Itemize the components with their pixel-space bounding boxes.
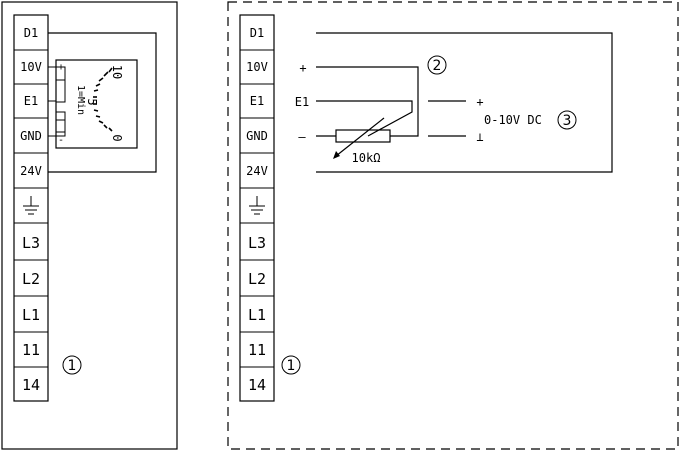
left-terminal-11: 11 [22,341,40,359]
right-potentiometer-wiring: + E1 – 10kΩ 2 + ⊥ 0-10V DC 3 [295,55,577,165]
right-terminal-11: 11 [248,341,266,359]
left-potentiometer-module: + - 1=Min 5 10 0 [48,59,138,149]
pot-plus-label: + [58,62,64,73]
right-marker-1: 1 [281,355,301,375]
left-terminal-24v: 24V [20,164,42,178]
earth-ground-icon [249,196,265,215]
wire-e1-label: E1 [295,95,309,109]
wire-minus-label: – [298,130,306,144]
right-panel: D1 10V E1 GND 24V L3 L2 L1 11 14 + E1 [227,1,679,450]
svg-text:2: 2 [433,58,442,74]
right-terminal-l3: L3 [248,234,266,252]
left-marker-1: 1 [62,355,82,375]
right-terminal-gnd: GND [246,129,268,143]
right-d1-24v-bridge [316,32,613,173]
signal-label: 0-10V DC [484,113,542,127]
left-terminal-gnd: GND [20,129,42,143]
pot-scale-5: 5 [85,98,99,105]
left-panel: D1 10V E1 GND 24V L3 L2 L1 11 14 [1,1,178,450]
marker-2: 2 [427,55,447,75]
left-panel-frame [1,1,178,450]
right-terminal-e1: E1 [250,94,264,108]
svg-text:3: 3 [563,113,572,129]
left-terminal-14: 14 [22,376,40,394]
left-terminal-l3: L3 [22,234,40,252]
left-terminal-10v: 10V [20,60,42,74]
right-terminal-10v: 10V [246,60,268,74]
signal-plus-label: + [476,95,483,109]
right-terminal-d1: D1 [250,26,264,40]
earth-ground-icon [23,196,39,215]
right-terminal-24v: 24V [246,164,268,178]
right-terminal-l1: L1 [248,306,266,324]
pot-scale-10: 10 [110,65,124,79]
pot-scale-0: 0 [110,134,124,141]
left-terminal-d1: D1 [24,26,38,40]
marker-3: 3 [557,110,577,130]
svg-text:1: 1 [68,358,77,374]
left-terminal-l1: L1 [22,306,40,324]
left-d1-24v-bridge [48,32,157,173]
wiper-arrow-icon [335,117,385,157]
svg-text:1: 1 [287,358,296,374]
right-terminal-strip: D1 10V E1 GND 24V L3 L2 L1 11 14 [239,14,275,402]
signal-minus-label: ⊥ [476,130,483,144]
pot-min-label: 1=Min [75,85,86,115]
right-terminal-14: 14 [248,376,266,394]
resistor-icon [335,129,391,143]
left-terminal-l2: L2 [22,270,40,288]
right-panel-frame [227,1,679,450]
right-terminal-l2: L2 [248,270,266,288]
wire-plus-label: + [299,61,306,75]
pot-dial-ticks [93,67,113,132]
left-terminal-strip: D1 10V E1 GND 24V L3 L2 L1 11 14 [13,14,49,402]
resistor-label: 10kΩ [352,151,381,165]
left-terminal-e1: E1 [24,94,38,108]
pot-minus-label: - [58,135,64,146]
